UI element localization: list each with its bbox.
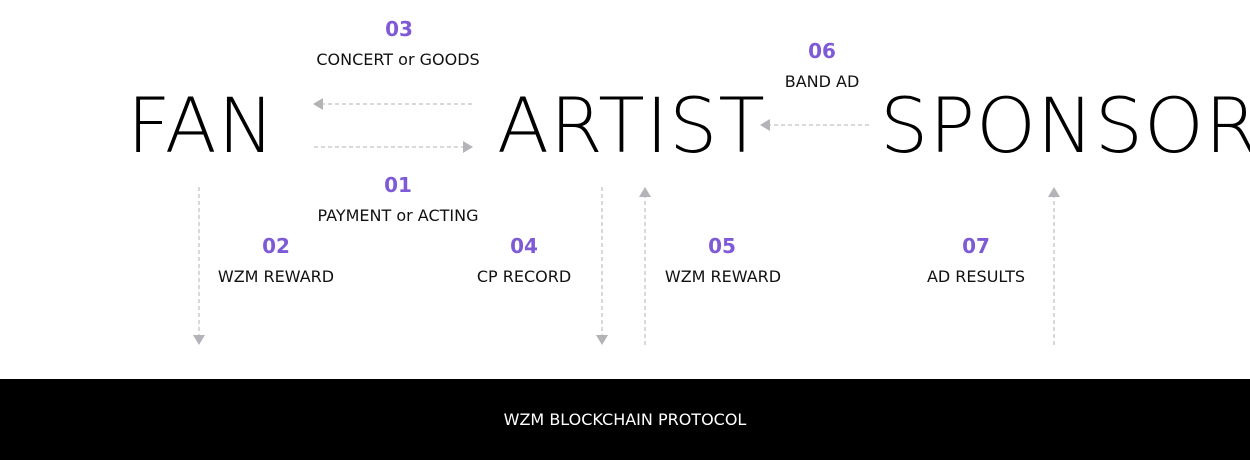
flow-07-number: 07: [962, 234, 990, 258]
flow-03-number: 03: [385, 17, 413, 41]
arrow-07: [1048, 187, 1060, 345]
flow-02-label: WZM REWARD: [217, 267, 335, 286]
flow-03-label: CONCERT or GOODS: [316, 50, 480, 69]
flow-01-number: 01: [384, 173, 412, 197]
flow-04-number: 04: [510, 234, 538, 258]
entity-artist: ARTIST: [497, 81, 766, 170]
footer-label: WZM BLOCKCHAIN PROTOCOL: [503, 410, 747, 429]
flow-07-label: AD RESULTS: [926, 267, 1026, 286]
flow-06-label: BAND AD: [784, 72, 860, 91]
flow-05-number: 05: [708, 234, 736, 258]
flow-05-label: WZM REWARD: [664, 267, 782, 286]
protocol-footer: WZM BLOCKCHAIN PROTOCOL: [0, 379, 1250, 460]
arrow-04: [596, 187, 608, 345]
entity-sponsor: SPONSOR: [880, 81, 1250, 170]
arrow-02: [193, 187, 205, 345]
flow-02-number: 02: [262, 234, 290, 258]
flow-01-label: PAYMENT or ACTING: [317, 206, 479, 225]
arrow-05: [639, 187, 651, 345]
entity-fan: FAN: [127, 81, 276, 170]
arrow-06: [760, 119, 869, 131]
arrow-03: [313, 98, 472, 110]
arrow-01: [314, 141, 473, 153]
flow-04-label: CP RECORD: [476, 267, 572, 286]
flow-arrows: [193, 98, 1060, 345]
flow-06-number: 06: [808, 39, 836, 63]
